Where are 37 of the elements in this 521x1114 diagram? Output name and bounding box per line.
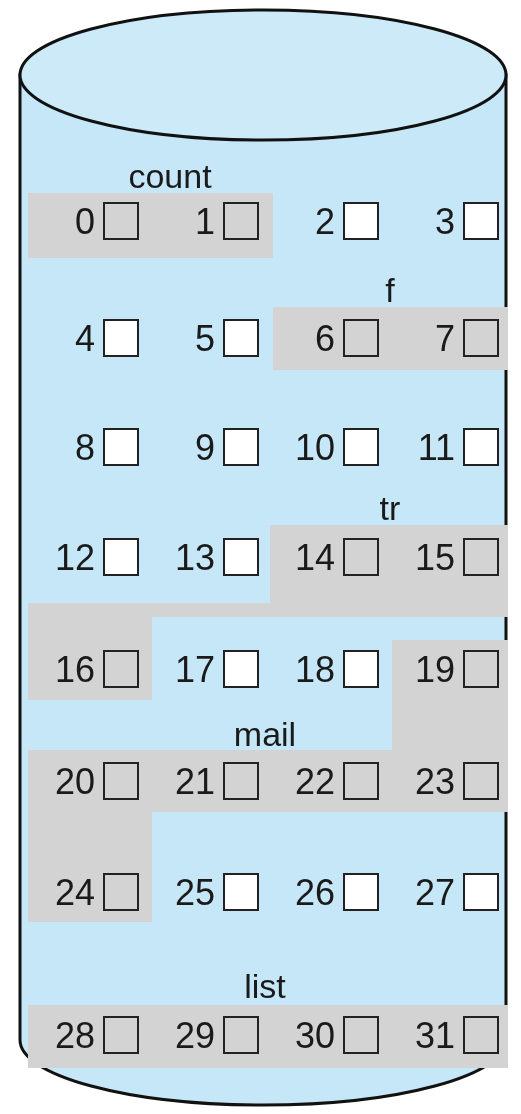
- file-name: mail: [233, 716, 297, 752]
- block-number: 2: [314, 201, 335, 243]
- block-number: 26: [294, 872, 335, 914]
- block-number: 4: [74, 318, 95, 360]
- block-number: 29: [174, 1015, 215, 1057]
- block-number: 22: [294, 761, 335, 803]
- block-number: 15: [414, 537, 455, 579]
- block-number: 19: [414, 649, 455, 691]
- block-number: 30: [294, 1015, 335, 1057]
- block-number: 3: [434, 201, 455, 243]
- block-number: 16: [54, 649, 95, 691]
- block-number: 18: [294, 649, 335, 691]
- block-number: 9: [194, 427, 215, 469]
- block-number: 8: [74, 427, 95, 469]
- block-number: 24: [54, 872, 95, 914]
- block-number: 1: [194, 201, 215, 243]
- block-number: 21: [174, 761, 215, 803]
- file-name: list: [244, 968, 286, 1004]
- block-number: 14: [294, 537, 335, 579]
- block-number: 17: [174, 649, 215, 691]
- block-number: 20: [54, 761, 95, 803]
- file-name: f: [385, 272, 395, 308]
- block-number: 10: [294, 427, 335, 469]
- block-number: 12: [54, 537, 95, 579]
- block-number: 31: [414, 1015, 455, 1057]
- block-number: 0: [74, 201, 95, 243]
- block-number: 5: [194, 318, 215, 360]
- block-number: 23: [414, 761, 455, 803]
- block-number: 25: [174, 872, 215, 914]
- file-name: tr: [379, 490, 401, 526]
- block-number: 7: [434, 318, 455, 360]
- file-name: count: [128, 158, 212, 194]
- block-number: 28: [54, 1015, 95, 1057]
- block-number: 6: [314, 318, 335, 360]
- block-number: 13: [174, 537, 215, 579]
- block-number: 11: [417, 427, 455, 469]
- block-number: 27: [414, 872, 455, 914]
